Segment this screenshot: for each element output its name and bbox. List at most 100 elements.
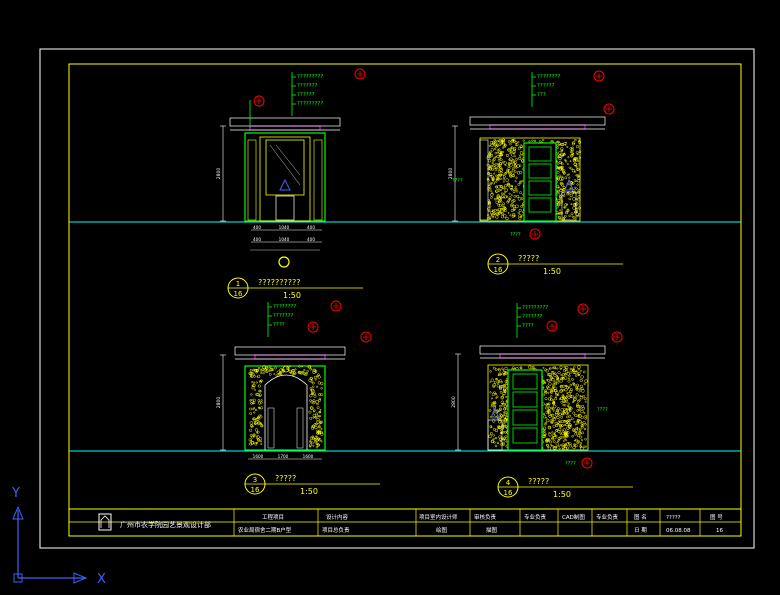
design-label: 项目室内设计师	[419, 513, 458, 521]
texture-dot	[566, 192, 570, 196]
texture-dot	[556, 376, 559, 379]
texture-dot	[580, 446, 584, 451]
texture-dot	[492, 419, 496, 423]
texture-dot	[542, 431, 545, 434]
texture-dot	[563, 172, 566, 175]
texture-dot	[502, 196, 505, 199]
texture-dot	[559, 389, 563, 393]
texture-dot	[315, 446, 319, 449]
texture-dot	[556, 409, 560, 413]
texture-dot	[515, 144, 518, 147]
texture-dot	[503, 214, 507, 218]
texture-dot	[503, 161, 507, 165]
section-mark-icon	[581, 457, 593, 469]
texture-dot	[319, 431, 323, 435]
texture-dot	[259, 422, 262, 425]
texture-dot	[309, 367, 313, 371]
texture-dot	[576, 174, 579, 177]
texture-dot	[568, 419, 572, 422]
texture-dot	[506, 182, 510, 186]
texture-dot	[315, 436, 319, 439]
texture-dot	[492, 179, 495, 182]
texture-dot	[568, 389, 573, 394]
texture-dot	[559, 211, 562, 215]
texture-dot	[569, 154, 574, 158]
texture-dot	[515, 158, 518, 161]
texture-dot	[503, 206, 507, 210]
texture-dot	[251, 435, 254, 439]
texture-dot	[563, 205, 567, 209]
texture-dot	[521, 203, 524, 206]
texture-dot	[501, 367, 504, 370]
texture-dot	[571, 368, 575, 371]
company-logo-icon	[98, 513, 112, 531]
texture-dot	[572, 216, 576, 219]
texture-dot	[255, 392, 259, 396]
texture-dot	[552, 366, 555, 369]
review-label: 审核负责	[474, 513, 497, 521]
texture-dot	[497, 173, 501, 178]
texture-dot	[560, 143, 564, 146]
callout-label: ?????????	[297, 74, 323, 80]
texture-dot	[490, 196, 493, 199]
texture-dot	[566, 415, 569, 419]
texture-dot	[507, 212, 510, 214]
view-sheet: 16	[504, 489, 513, 497]
section-mark-icon	[577, 303, 589, 315]
texture-dot	[519, 215, 523, 218]
texture-dot	[500, 143, 503, 146]
texture-dot	[571, 154, 574, 157]
texture-dot	[566, 404, 570, 407]
texture-dot	[250, 439, 252, 442]
texture-dot	[583, 382, 586, 385]
dim-text: 2800	[451, 396, 457, 408]
callout-label: ???	[537, 92, 546, 98]
texture-dot	[491, 162, 494, 165]
texture-dot	[498, 162, 502, 166]
texture-dot	[504, 411, 508, 414]
texture-dot	[504, 172, 507, 174]
texture-dot	[557, 445, 560, 448]
texture-dot	[488, 217, 492, 220]
texture-dot	[519, 154, 522, 157]
texture-dot	[294, 368, 297, 371]
texture-dot	[556, 415, 560, 420]
texture-dot	[260, 379, 263, 383]
texture-dot	[558, 177, 563, 181]
texture-dot	[564, 203, 568, 207]
texture-dot	[316, 443, 320, 447]
callout-label: ???????	[297, 83, 318, 89]
texture-dot	[260, 443, 263, 446]
texture-dot	[578, 156, 582, 159]
texture-dot	[488, 144, 491, 147]
texture-dot	[309, 406, 314, 410]
texture-dot	[320, 440, 323, 443]
texture-dot	[511, 153, 515, 157]
texture-dot	[501, 204, 505, 208]
texture-dot	[495, 180, 498, 183]
texture-dot	[570, 167, 573, 170]
texture-dot	[558, 447, 561, 450]
texture-dot	[554, 421, 558, 425]
texture-dot	[497, 374, 500, 377]
texture-dot	[548, 372, 552, 377]
texture-dot	[560, 154, 564, 158]
texture-dot	[508, 192, 511, 195]
texture-dot	[255, 441, 258, 444]
texture-dot	[559, 209, 562, 212]
texture-dot	[309, 376, 313, 381]
texture-dot	[552, 384, 555, 388]
section-mark-icon	[330, 300, 342, 312]
texture-dot	[563, 365, 566, 369]
texture-dot	[298, 371, 302, 375]
section-mark-circle	[529, 228, 541, 240]
texture-dot	[314, 440, 317, 444]
texture-dot	[257, 367, 261, 370]
texture-dot	[500, 207, 503, 211]
texture-dot	[512, 138, 516, 142]
texture-dot	[251, 381, 254, 384]
texture-dot	[313, 394, 317, 398]
texture-dot	[495, 178, 498, 181]
texture-dot	[488, 205, 492, 208]
